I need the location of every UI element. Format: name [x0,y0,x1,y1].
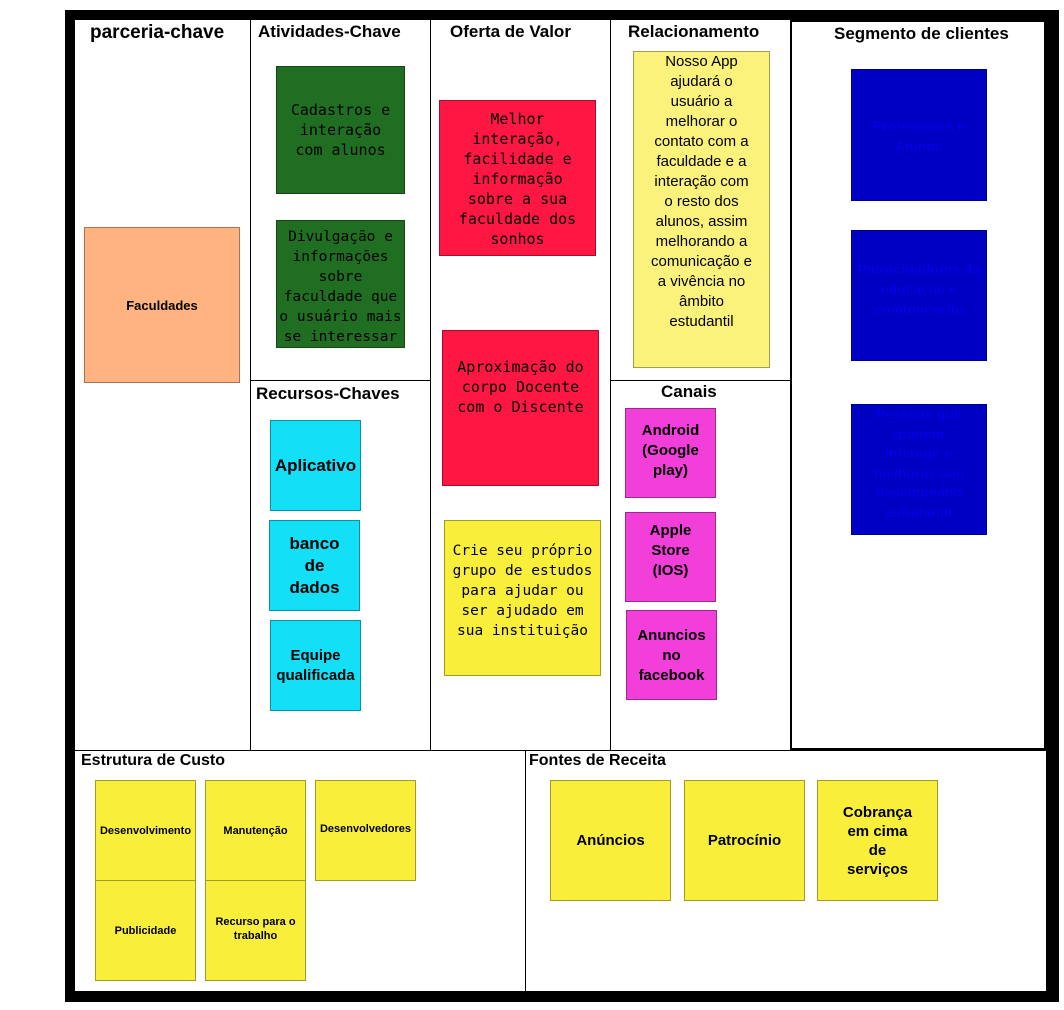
note-custo-manutencao: Manutenção [205,780,306,881]
note-atividade-cadastros: Cadastros e interação com alunos [276,66,405,194]
divider [610,20,611,750]
note-receita-patrocinio: Patrocínio [684,780,805,901]
note-segmento-pessoas: Pessoas que querem interagir e melhoras … [851,404,987,535]
note-oferta-aproximacao: Aproximação do corpo Docente com o Disce… [442,330,599,486]
divider [250,20,251,750]
divider [525,750,526,991]
note-faculdades: Faculdades [84,227,240,383]
section-title-relacionamento: Relacionamento [628,22,760,41]
note-custo-publicidade: Publicidade [95,880,196,981]
section-title-recursos: Recursos-Chaves [256,384,400,403]
section-title-atividades: Atividades-Chave [258,22,401,41]
divider [430,20,431,750]
section-title-canais: Canais [661,382,717,401]
note-atividade-divulgacao: Divulgação e informações sobre faculdade… [276,220,405,348]
divider [75,750,1046,751]
note-recurso-banco: banco de dados [269,520,360,611]
note-oferta-interacao: Melhor interação, facilidade e informaçã… [439,100,596,256]
note-receita-anuncios: Anúncios [550,780,671,901]
note-custo-recurso: Recurso para o trabalho [205,880,306,981]
note-canal-android: Android (Google play) [625,408,716,498]
section-title-custo: Estrutura de Custo [81,752,226,769]
divider [250,380,430,381]
section-title-receita: Fontes de Receita [529,752,666,769]
note-relacionamento-app: Nosso App ajudará o usuário a melhorar o… [633,51,770,368]
note-receita-cobranca: Cobrança em cima de serviços [817,780,938,901]
note-custo-desenvolvedores: Desenvolvedores [315,780,416,881]
section-title-oferta: Oferta de Valor [450,22,571,41]
note-segmento-professores: Professores e Alunos [851,69,987,201]
note-canal-facebook: Anuncios no facebook [626,610,717,700]
note-segmento-patrocinadores: Patrocinadores da educação e comunicação [851,230,987,361]
note-oferta-grupo: Crie seu próprio grupo de estudos para a… [444,520,601,676]
note-custo-desenvolvimento: Desenvolvimento [95,780,196,881]
note-canal-apple: Apple Store (IOS) [625,512,716,602]
section-title-segmento: Segmento de clientes [834,24,1009,43]
note-recurso-aplicativo: Aplicativo [270,420,361,511]
section-title-parceria: parceria-chave [90,22,225,43]
note-recurso-equipe: Equipe qualificada [270,620,361,711]
divider [610,380,790,381]
